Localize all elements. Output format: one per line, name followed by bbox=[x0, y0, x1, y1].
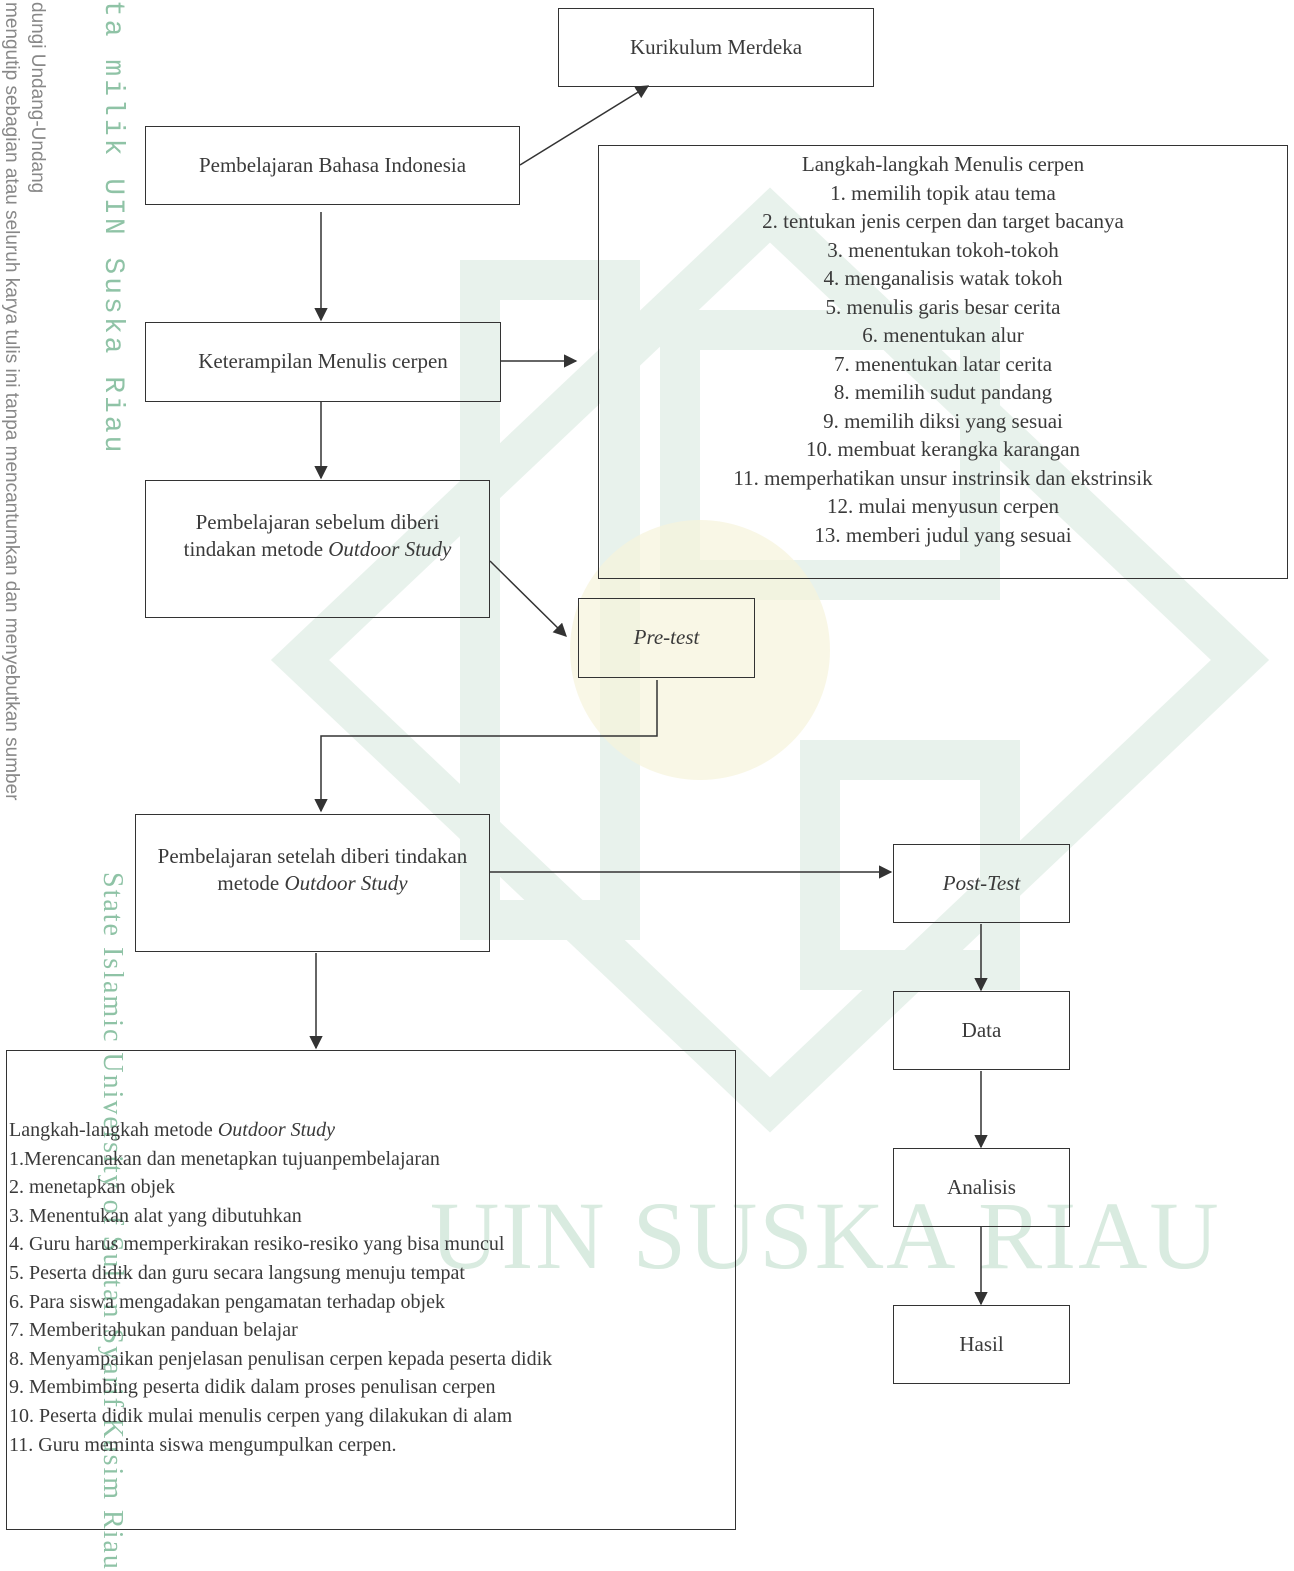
list-title: Langkah-langkah metode Outdoor Study bbox=[9, 1119, 336, 1141]
list-langkah-menulis-cerpen: Langkah-langkah Menulis cerpen 1. memili… bbox=[598, 150, 1288, 549]
list-item: 13. memberi judul yang sesuai bbox=[814, 522, 1072, 547]
watermark-big-text: UIN SUSKA RIAU bbox=[430, 1182, 1221, 1289]
list-item: 2. tentukan jenis cerpen dan target baca… bbox=[762, 209, 1124, 233]
node-pretest: Pre-test bbox=[578, 598, 755, 678]
node-posttest-label: Post-Test bbox=[942, 870, 1021, 895]
list-item: 9. Membimbing peserta didik dalam proses… bbox=[9, 1376, 496, 1399]
node-keterampilan-label: Keterampilan Menulis cerpen bbox=[198, 349, 448, 374]
list-item: 6. Para siswa mengadakan pengamatan terh… bbox=[9, 1290, 445, 1313]
list-item: 2. menetapkan objek bbox=[9, 1176, 176, 1199]
list-item: 10. Peserta didik mulai menulis cerpen y… bbox=[9, 1404, 513, 1427]
node-hasil: Hasil bbox=[893, 1305, 1070, 1384]
node-sebelum-line1: Pembelajaran sebelum diberi bbox=[195, 509, 440, 534]
list-item: 12. mulai menyusun cerpen bbox=[826, 494, 1060, 518]
list-item: 3. menentukan tokoh-tokoh bbox=[827, 237, 1059, 262]
list-item: 1. memilih topik atau tema bbox=[830, 180, 1056, 205]
list-langkah-outdoor-study: Langkah-langkah metode Outdoor Study 1.M… bbox=[9, 1116, 552, 1459]
node-data-label: Data bbox=[961, 1017, 1002, 1042]
arrow-sebelum-to-pretest bbox=[489, 560, 567, 637]
node-data: Data bbox=[893, 991, 1070, 1070]
node-hasil-label: Hasil bbox=[959, 1331, 1004, 1356]
node-analisis: Analisis bbox=[893, 1148, 1070, 1227]
node-kurikulum-label: Kurikulum Merdeka bbox=[629, 34, 803, 59]
node-pembelajaran-setelah: Pembelajaran setelah diberi tindakan met… bbox=[135, 814, 490, 952]
list-item: 6. menentukan alur bbox=[862, 323, 1024, 347]
list-item: 11. Guru meminta siswa mengumpulkan cerp… bbox=[9, 1433, 397, 1456]
connector-arrows bbox=[309, 85, 988, 1306]
list-item: 4. menganalisis watak tokoh bbox=[823, 266, 1063, 290]
node-pembelajaran-bahasa-indonesia: Pembelajaran Bahasa Indonesia bbox=[145, 126, 520, 205]
node-keterampilan-menulis: Keterampilan Menulis cerpen bbox=[145, 322, 501, 402]
list-item: 8. memilih sudut pandang bbox=[833, 380, 1053, 404]
arrow-pretest-to-setelah bbox=[314, 680, 658, 813]
node-sebelum-line2: tindakan metode Outdoor Study bbox=[183, 537, 452, 561]
list-item: 1.Merencanakan dan menetapkan tujuanpemb… bbox=[9, 1147, 440, 1170]
node-analisis-label: Analisis bbox=[947, 1174, 1016, 1199]
box-langkah-menulis-cerpen bbox=[598, 145, 1288, 579]
node-posttest: Post-Test bbox=[893, 844, 1070, 923]
node-setelah-line1: Pembelajaran setelah diberi tindakan bbox=[157, 843, 468, 868]
list-item: 4. Guru harus memperkirakan resiko-resik… bbox=[9, 1233, 505, 1256]
list-item: 5. menulis garis besar cerita bbox=[825, 294, 1061, 319]
node-setelah-line2: metode Outdoor Study bbox=[217, 871, 408, 895]
list-item: 9. memilih diksi yang sesuai bbox=[823, 408, 1063, 433]
list-item: 5. Peserta didik dan guru secara langsun… bbox=[9, 1261, 465, 1284]
arrow-bi-to-kurikulum bbox=[519, 85, 650, 166]
node-pretest-label: Pre-test bbox=[633, 625, 700, 650]
list-item: 7. Memberitahukan panduan belajar bbox=[9, 1319, 298, 1342]
node-kurikulum-merdeka: Kurikulum Merdeka bbox=[558, 8, 874, 87]
list-title: Langkah-langkah Menulis cerpen bbox=[801, 152, 1085, 176]
node-pembelajaran-bi-label: Pembelajaran Bahasa Indonesia bbox=[198, 152, 467, 177]
list-item: 3. Menentukan alat yang dibutuhkan bbox=[9, 1204, 302, 1227]
node-pembelajaran-sebelum: Pembelajaran sebelum diberi tindakan met… bbox=[145, 480, 490, 618]
list-item: 11. memperhatikan unsur instrinsik dan e… bbox=[733, 465, 1153, 490]
list-item: 7. menentukan latar cerita bbox=[833, 351, 1053, 376]
list-item: 8. Menyampaikan penjelasan penulisan cer… bbox=[9, 1347, 553, 1370]
watermark-emblem bbox=[270, 187, 1270, 1133]
list-item: 10. membuat kerangka karangan bbox=[805, 437, 1081, 461]
